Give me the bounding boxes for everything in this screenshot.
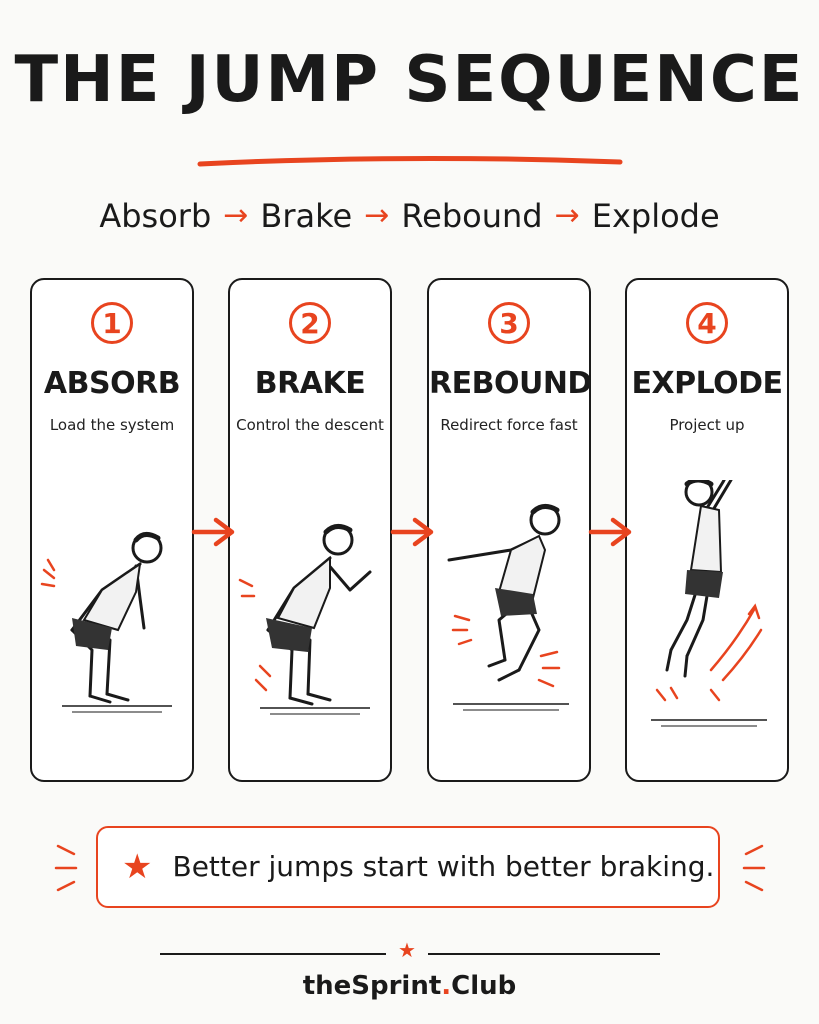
- page-title: THE JUMP SEQUENCE: [14, 43, 805, 117]
- title-underline: [197, 155, 623, 167]
- tip-banner: ★ Better jumps start with better braking…: [96, 826, 720, 908]
- sequence-step: Explode: [591, 197, 720, 235]
- step-number-badge: 3: [488, 302, 530, 344]
- star-icon: ★: [122, 847, 153, 887]
- card-title: EXPLODE: [631, 366, 783, 401]
- step-number-badge: 2: [289, 302, 331, 344]
- card-brake: 2 BRAKE Control the descent: [228, 278, 392, 782]
- athlete-rebound-illustration: [447, 504, 569, 711]
- card-subtitle: Control the descent: [236, 416, 384, 434]
- card-subtitle: Load the system: [49, 416, 175, 434]
- card-title: REBOUND: [429, 366, 592, 401]
- emphasis-marks-icon: [742, 844, 766, 892]
- footer-divider: [428, 953, 660, 955]
- card-title: ABSORB: [43, 366, 181, 401]
- arrow-right-icon: [191, 517, 235, 547]
- arrow-right-icon: [588, 517, 632, 547]
- star-icon: ★: [398, 938, 416, 962]
- card-subtitle: Project up: [669, 416, 745, 434]
- brand-dot: .: [441, 971, 452, 1001]
- tip-text: Better jumps start with better braking.: [172, 850, 715, 883]
- arrow-right-icon: →: [223, 198, 249, 233]
- card-rebound: 3 REBOUND Redirect force fast: [427, 278, 592, 782]
- sequence-step: Brake: [260, 197, 353, 235]
- sequence-step: Rebound: [401, 197, 543, 235]
- brand-suffix: Club: [451, 971, 517, 1001]
- brand-name: theSprint: [302, 971, 442, 1001]
- arrow-right-icon: [390, 517, 434, 547]
- card-explode: 4 EXPLODE Project up: [625, 278, 789, 782]
- sequence-row: Absorb → Brake → Rebound → Explode: [0, 192, 819, 240]
- emphasis-marks-icon: [54, 844, 78, 892]
- card-subtitle: Redirect force fast: [440, 416, 578, 434]
- arrow-right-icon: →: [364, 198, 390, 233]
- step-number-badge: 1: [91, 302, 133, 344]
- step-number-badge: 4: [686, 302, 728, 344]
- athlete-brake-illustration: [238, 524, 372, 715]
- athlete-squat-illustration: [40, 532, 172, 713]
- card-title: BRAKE: [254, 366, 366, 401]
- card-absorb: 1 ABSORB Load the system: [30, 278, 194, 782]
- arrow-right-icon: →: [554, 198, 580, 233]
- sequence-step: Absorb: [99, 197, 212, 235]
- brand-logo: theSprint.Club: [0, 968, 819, 1004]
- footer-divider: [160, 953, 386, 955]
- athlete-explode-illustration: [651, 480, 767, 727]
